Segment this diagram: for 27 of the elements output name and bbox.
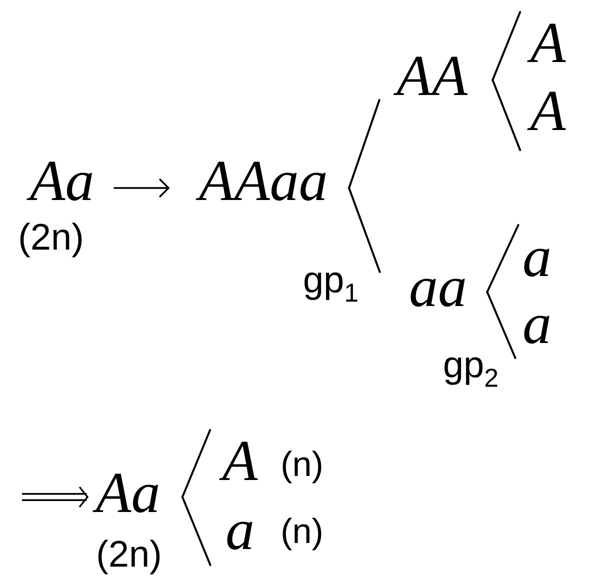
genotype-text: Aa [26,162,92,201]
genotype-text: aa [410,278,465,307]
genotype-text: A [527,24,566,62]
genotype-text: AAaa [196,162,326,201]
bracket-line [492,79,522,151]
bracket-line [486,291,516,359]
bracket-line [181,429,212,498]
genotype-text: a [524,248,550,277]
genotype-text: a [524,316,550,344]
bracket-line [348,187,381,273]
ploidy-label: (2n) [20,222,82,258]
genotype-text: A [219,442,258,480]
stage-label: gp$_{1}$ [304,272,358,302]
bracket-line [492,11,522,81]
bracket-line [486,224,520,293]
arrow [114,178,170,198]
genotype-text: A [527,92,566,130]
ploidy-label: (n) [282,518,322,550]
double-arrow [22,486,89,508]
genotype-text: Aa [92,474,158,513]
genotype-text: AA [393,56,468,95]
ploidy-label: (n) [282,450,322,484]
genotype-text: a [227,522,252,550]
stage-label: gp$_{2}$ [444,357,498,387]
bracket-line [348,99,380,189]
bracket-line [181,496,212,566]
ploidy-label: (2n) [98,540,160,574]
